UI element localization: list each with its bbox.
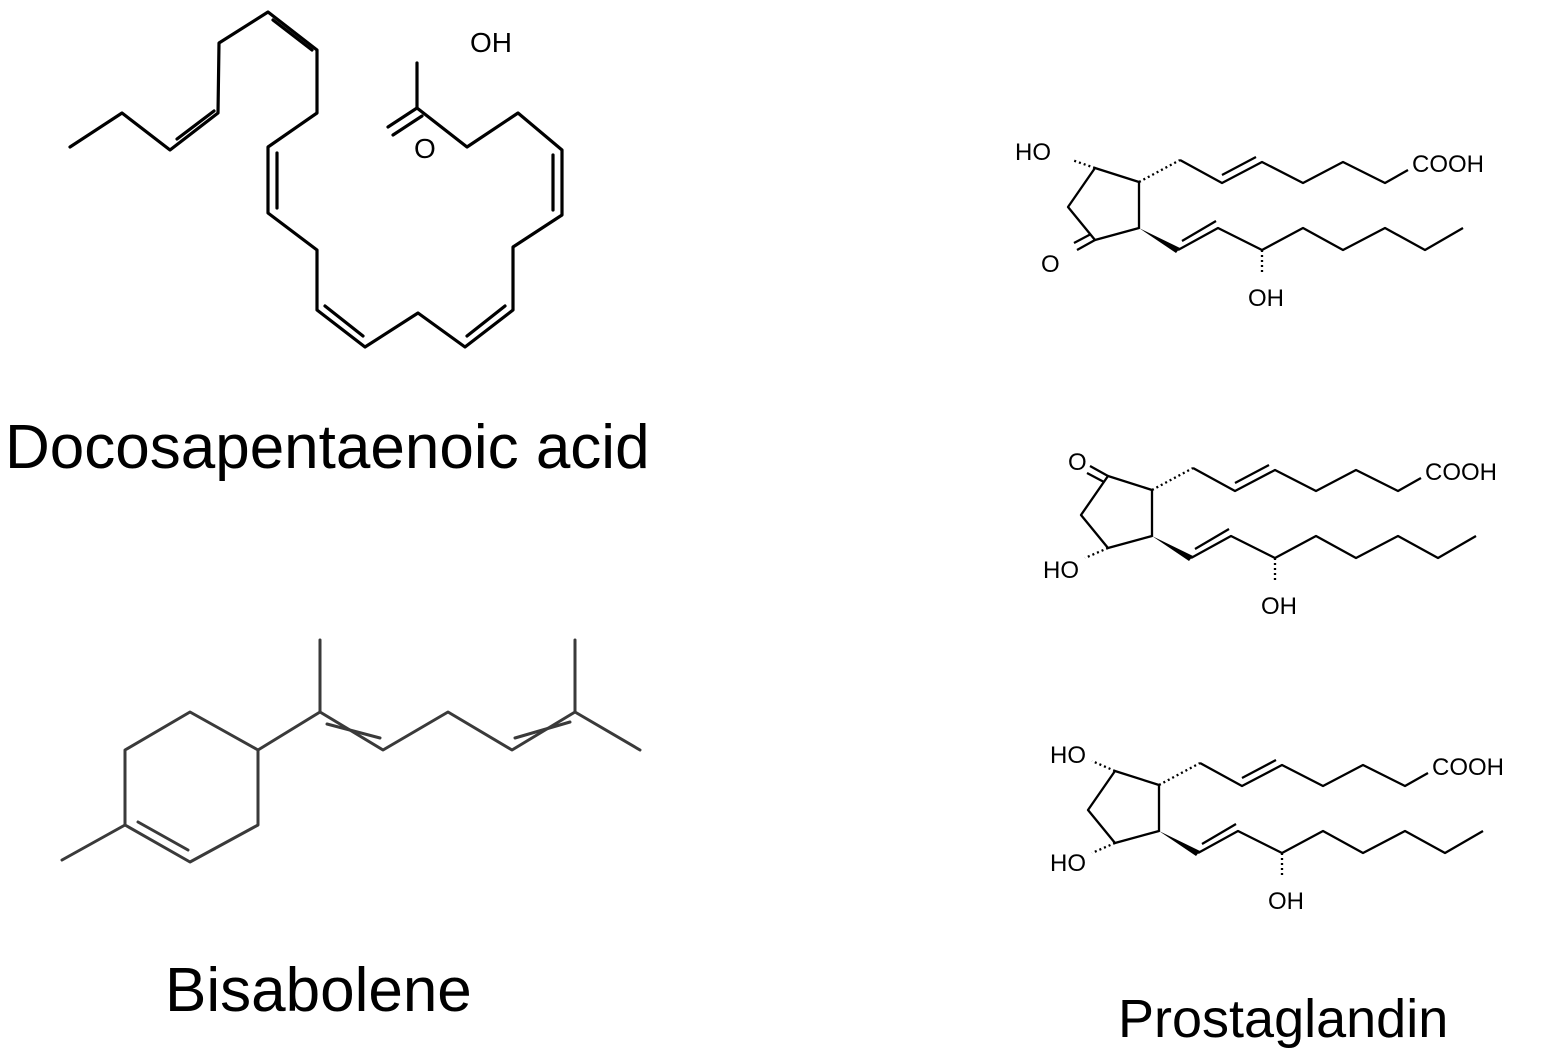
bisabolene-structure [60,638,642,864]
oh-label: OH [1261,593,1297,620]
prostaglandin-structure-1: HO O COOH OH [1015,139,1484,312]
cooh-label: COOH [1412,151,1484,178]
ketone-o-label: O [1068,449,1087,476]
ketone-o-label: O [1041,251,1060,278]
ho-top-label: HO [1050,742,1086,769]
cooh-label: COOH [1425,459,1497,486]
ho-label: HO [1043,557,1079,584]
dpa-oh-label: OH [470,27,512,58]
dpa-name-label: Docosapentaenoic acid [5,413,650,482]
dpa-structure: OH O [68,10,564,349]
ho-bottom-label: HO [1050,850,1086,877]
prostaglandin-name-label: Prostaglandin [1118,989,1449,1049]
dpa-o-label: O [414,133,436,164]
prostaglandin-structure-3: HO HO COOH OH [1050,742,1504,915]
bisabolene-name-label: Bisabolene [165,956,472,1025]
oh-label: OH [1268,888,1304,915]
oh-label: OH [1248,285,1284,312]
cooh-label: COOH [1432,754,1504,781]
ho-label: HO [1015,139,1051,166]
prostaglandin-structure-2: O HO COOH OH [1043,449,1497,620]
